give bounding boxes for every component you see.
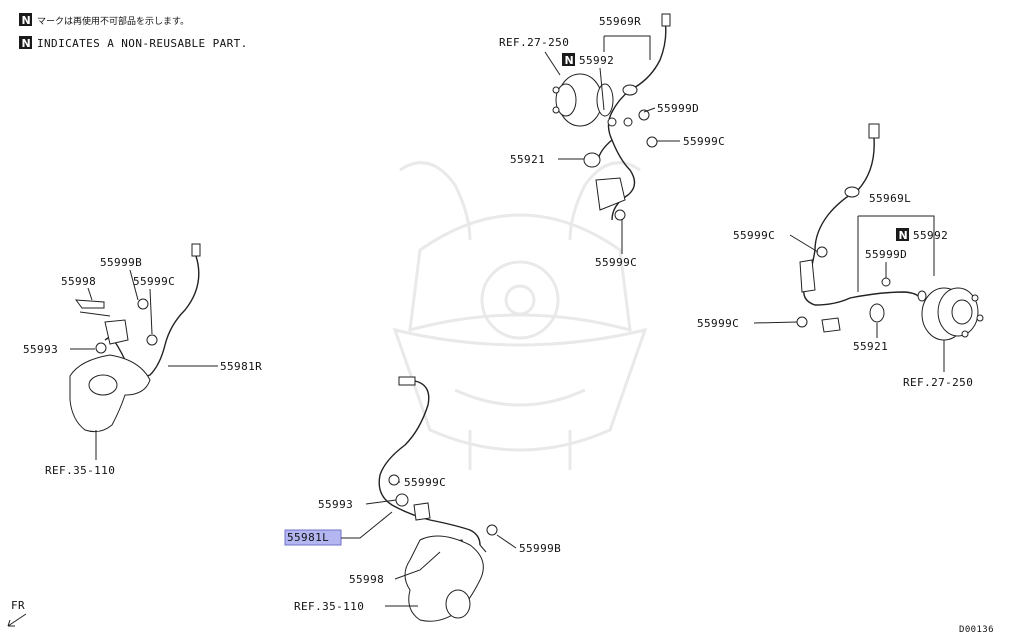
non-reusable-badge-letter: N <box>22 37 31 50</box>
non-reusable-badge-letter: N <box>899 229 908 242</box>
callout-ref-27-250-right: REF.27-250 <box>903 376 973 389</box>
fr-label: FR <box>11 599 25 612</box>
callout-55999C-top: 55999C <box>683 135 725 148</box>
callout-55999C-left: 55999C <box>133 275 175 288</box>
diagram-id: D00136 <box>959 625 994 635</box>
legend-english-note: INDICATES A NON-REUSABLE PART. <box>37 37 248 50</box>
fr-arrow-icon <box>7 613 27 627</box>
callout-55921-top: 55921 <box>510 153 545 166</box>
callout-55981L[interactable]: 55981L <box>287 531 329 544</box>
callout-55999B-left: 55999B <box>100 256 142 269</box>
non-reusable-badge-letter: N <box>565 54 574 67</box>
watermark-emblem <box>392 161 648 470</box>
front-right-sensor-assembly <box>69 243 201 433</box>
non-reusable-badge <box>19 13 32 26</box>
non-reusable-badge <box>19 36 32 49</box>
callout-55992-right: 55992 <box>913 229 948 242</box>
callout-55981R: 55981R <box>220 360 262 373</box>
callout-55993-left: 55993 <box>23 343 58 356</box>
non-reusable-badge <box>896 228 909 241</box>
callout-ref-35-110-left: REF.35-110 <box>45 464 115 477</box>
callout-55993-middle: 55993 <box>318 498 353 511</box>
legend-japanese-note: マークは再使用不可部品を示します。 <box>37 15 189 27</box>
callout-55999D-right: 55999D <box>865 248 907 261</box>
rear-right-sensor-assembly <box>552 13 671 221</box>
callout-ref-27-250-top: REF.27-250 <box>499 36 569 49</box>
front-direction-indicator: FR <box>7 599 27 627</box>
front-left-sensor-assembly <box>378 376 498 622</box>
callout-55999C-right-lower: 55999C <box>697 317 739 330</box>
callout-55999B-middle: 55999B <box>519 542 561 555</box>
callout-55999C-middle: 55999C <box>404 476 446 489</box>
non-reusable-badge <box>562 53 575 66</box>
callout-55921-right: 55921 <box>853 340 888 353</box>
non-reusable-badge-letter: N <box>22 14 31 27</box>
callout-55999D-top: 55999D <box>657 102 699 115</box>
callout-55992-top: 55992 <box>579 54 614 67</box>
callout-55969R: 55969R <box>599 15 641 28</box>
callout-55999C-right-upper: 55999C <box>733 229 775 242</box>
callout-55998-middle: 55998 <box>349 573 384 586</box>
callout-55999C-top-lower: 55999C <box>595 256 637 269</box>
rear-left-sensor-assembly <box>796 123 984 341</box>
callout-55998-left: 55998 <box>61 275 96 288</box>
callout-55969L: 55969L <box>869 192 911 205</box>
legend: N マークは再使用不可部品を示します。 N INDICATES A NON-RE… <box>19 13 248 50</box>
callout-ref-35-110-middle: REF.35-110 <box>294 600 364 613</box>
